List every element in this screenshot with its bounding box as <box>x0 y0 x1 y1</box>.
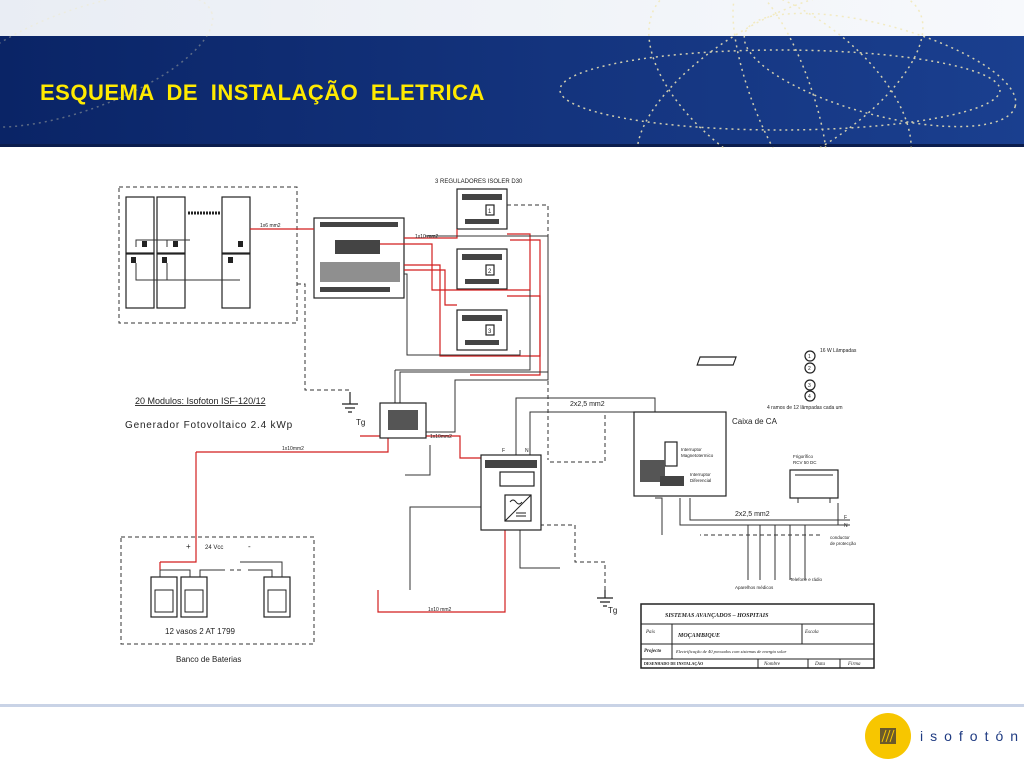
interruptor-dif-line2: Diferencial <box>690 478 711 483</box>
battery-bank-label: Banco de Baterias <box>176 655 241 664</box>
lamp-number-3: 3 <box>808 383 811 389</box>
brand-logo-text: isofotón <box>920 728 1024 744</box>
lamp-number-4: 4 <box>808 394 811 400</box>
aparelhos-label: Aparelhos médicos <box>735 585 774 590</box>
lamp-number-1: 1 <box>808 354 811 360</box>
battery-plus: + <box>186 542 191 551</box>
interruptor-mag-line2: Magnetotermico <box>681 453 714 458</box>
lamp-number-2: 2 <box>808 366 811 372</box>
title-block-escala: Escala <box>804 630 819 635</box>
cable-label-1x10-bottom: 1x10 mm2 <box>428 607 452 613</box>
pv-array-boundary <box>118 186 298 324</box>
cable-label-2x25-top: 2x2,5 mm2 <box>570 401 605 408</box>
fridge-label-1: Frigorífico <box>793 454 814 459</box>
title-block-footer-2: Nombre <box>763 662 781 667</box>
line-label-f: F <box>844 515 847 521</box>
lamp-symbol <box>804 350 816 362</box>
slide-footer <box>0 700 1024 768</box>
battery-minus: - <box>248 542 251 551</box>
footer-divider <box>0 704 1024 707</box>
interruptor-mag-line1: Interruptor <box>681 447 702 452</box>
title-block: SISTEMAS AVANÇADOS – HOSPITAIS País MOÇA… <box>640 603 875 669</box>
title-block-footer-1: DESENHADO DE INSTALAÇÃO <box>644 661 703 666</box>
regulators-label: 3 REGULADORES ISOLER D30 <box>435 179 523 185</box>
conductor-label-1: conductor <box>830 535 850 540</box>
title-block-system: SISTEMAS AVANÇADOS – HOSPITAIS <box>665 613 769 619</box>
lamp-symbol <box>804 362 816 374</box>
isofoton-logo-icon <box>865 713 911 759</box>
regulators <box>313 188 508 351</box>
distribution-board <box>313 217 405 299</box>
pv-module <box>156 196 186 254</box>
pv-generator <box>118 186 298 324</box>
regulator-number-1: 1 <box>488 209 492 215</box>
battery-vasos: 12 vasos 2 AT 1799 <box>165 627 236 636</box>
battery-voltage: 24 Vcc <box>205 545 223 551</box>
battery-bank <box>120 536 315 645</box>
fridge-label-2: RCV 50 DC <box>793 460 817 465</box>
title-block-pais-value: MOÇAMBIQUE <box>677 633 720 639</box>
title-block-footer-4: Firma <box>847 662 861 667</box>
line-label-n: N <box>844 523 848 529</box>
title-block-projecto-label: Projecto <box>644 649 662 654</box>
lamp-fixture <box>696 356 737 366</box>
title-block-footer-3: Data <box>814 662 826 667</box>
regulator-number-3: 3 <box>488 329 492 335</box>
modules-label: 20 Modulos: Isofoton ISF-120/12 <box>135 396 266 406</box>
caixa-label: Caixa de CA <box>732 417 778 426</box>
inverter-label-n: N <box>525 448 529 454</box>
pv-module <box>125 253 155 309</box>
title-block-projecto-value: Electrificação de 40 povoados com sistem… <box>675 649 787 654</box>
inverter-label-f: F <box>502 448 505 454</box>
lamp-note: 4 ramos de 12 lâmpadas cada um <box>767 405 843 411</box>
fridge <box>789 469 839 503</box>
caixa-de-ca <box>633 411 727 497</box>
cable-label-1x6: 1x6 mm2 <box>260 223 281 229</box>
pv-module <box>221 196 251 254</box>
lamp-symbol <box>804 379 816 391</box>
cable-label-2x25-bottom: 2x2,5 mm2 <box>735 511 770 518</box>
electrical-diagram: SISTEMAS AVANÇADOS – HOSPITAIS País MOÇA… <box>118 179 875 669</box>
regulator-number-2: 2 <box>488 269 492 275</box>
ground-label-2: Tg <box>608 606 617 615</box>
telefone-label: Telefone e rádio <box>790 577 823 582</box>
lamp-legend <box>696 350 816 402</box>
cable-label-1x10-top: 1x10 mm2 <box>415 234 439 240</box>
lamp-label: 16 W Lâmpadas <box>820 348 857 354</box>
inverter <box>480 454 542 531</box>
title-block-pais-label: País <box>645 630 655 635</box>
pv-module <box>125 196 155 254</box>
diagram-labels: 3 REGULADORES ISOLER D30 20 Modulos: Iso… <box>125 179 857 664</box>
pv-module <box>156 253 186 309</box>
interruptor-dif-line1: Interruptor <box>690 472 711 477</box>
ground-symbols <box>342 392 613 607</box>
slide-title: ESQUEMA DE INSTALAÇÃO ELETRICA <box>40 80 485 105</box>
junction-box <box>379 402 427 439</box>
cable-label-1x10-left: 1x10mm2 <box>282 446 304 452</box>
cable-label-1x10-mid: 1x10mm2 <box>430 434 452 440</box>
conductor-label-2: de protecção <box>830 541 857 546</box>
slide-header: ESQUEMA DE INSTALAÇÃO ELETRICA <box>0 0 1024 148</box>
lamp-symbol <box>804 390 816 402</box>
ground-label-1: Tg <box>356 418 365 427</box>
pv-module <box>221 253 251 309</box>
header-banner <box>0 0 1024 148</box>
generator-label: Generador Fotovoltaico 2.4 kWp <box>125 420 293 431</box>
